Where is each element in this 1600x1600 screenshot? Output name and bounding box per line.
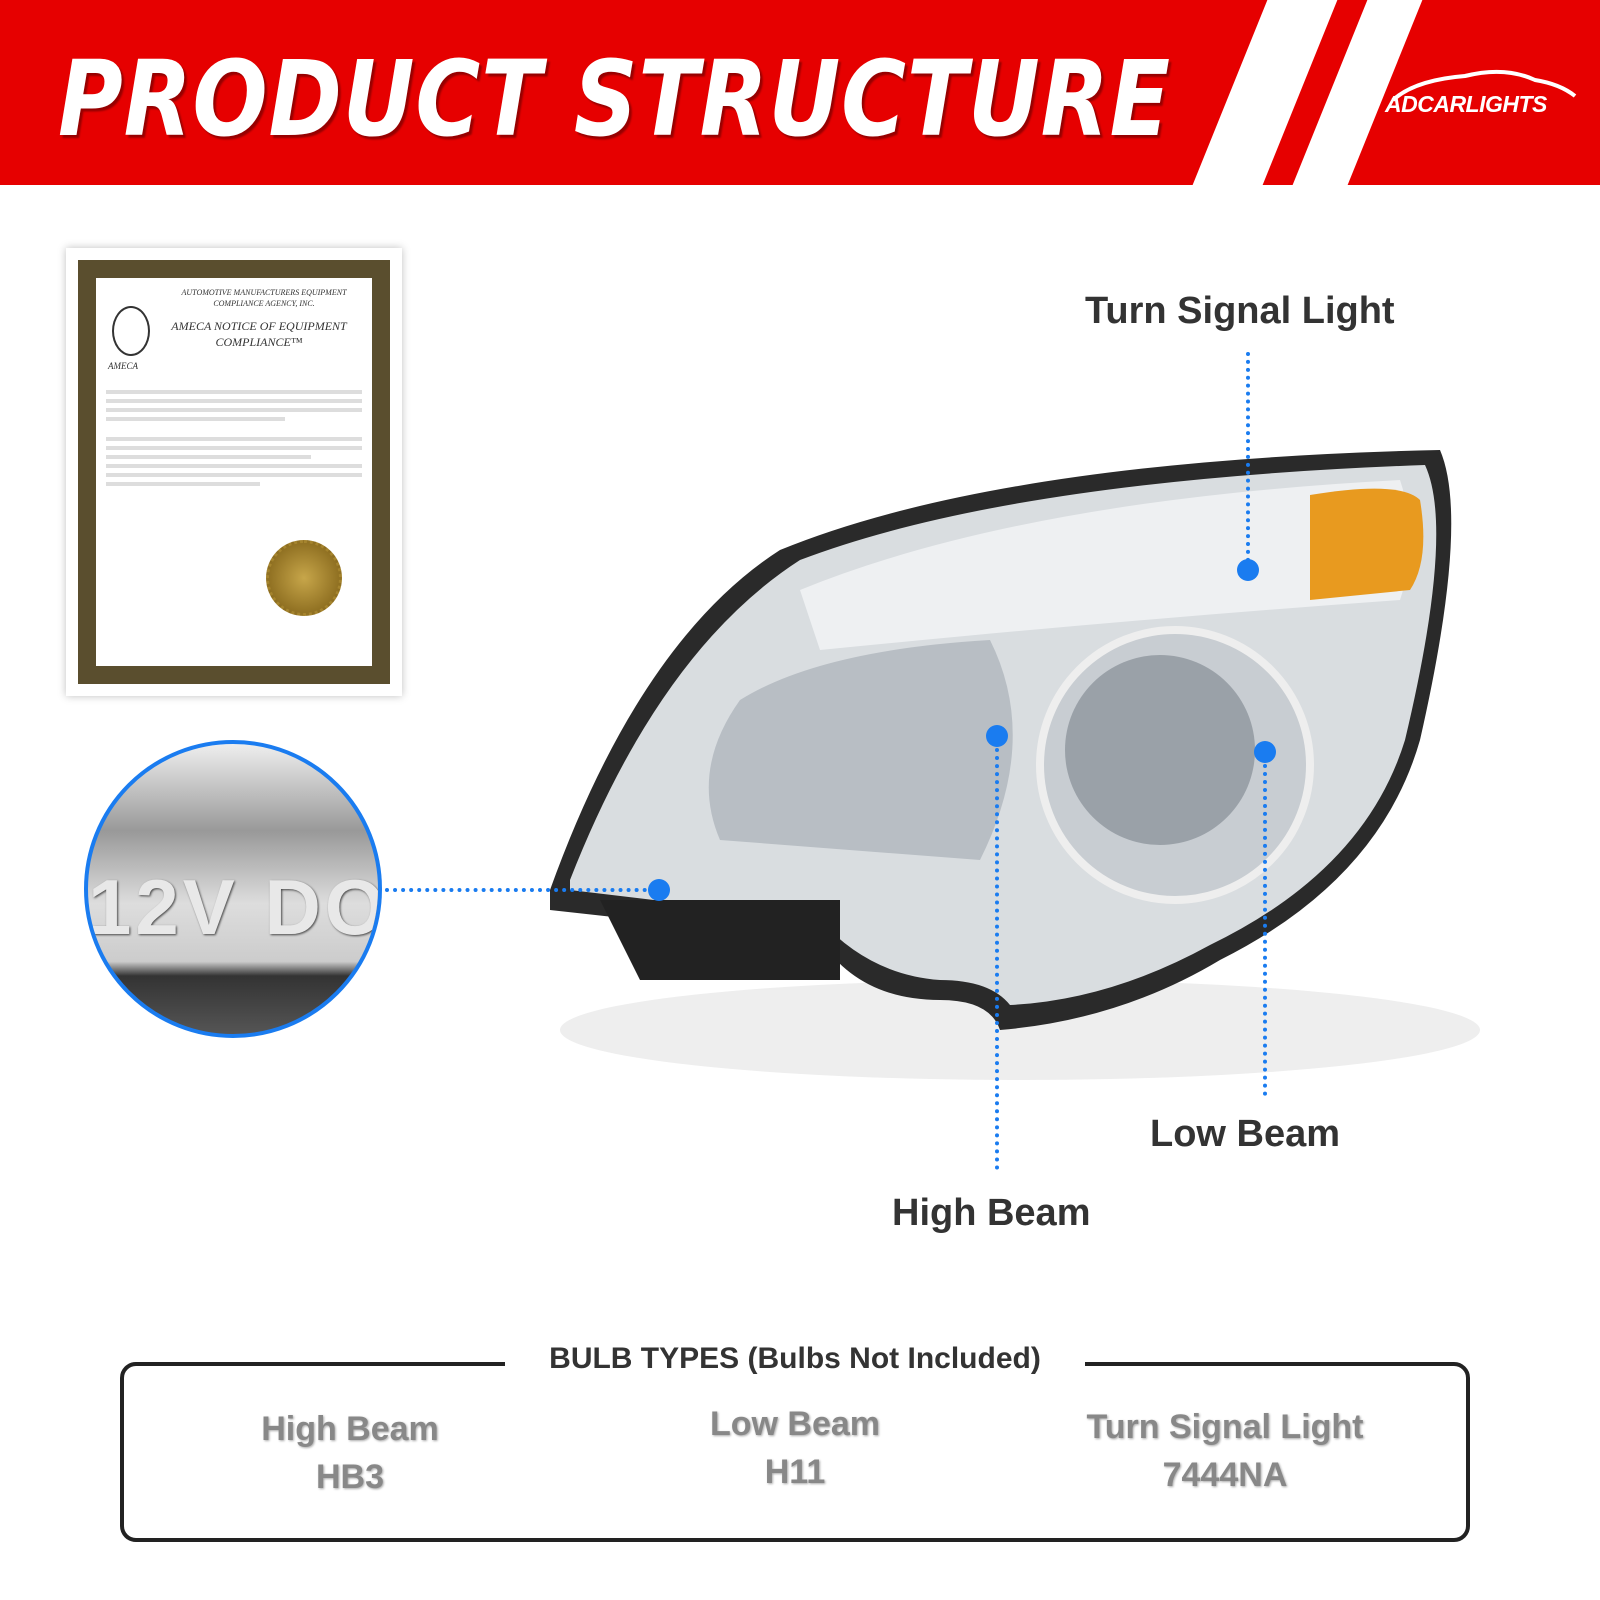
turn-signal-line	[1246, 352, 1250, 570]
car-silhouette-icon	[1391, 69, 1577, 102]
header-banner: PRODUCT STRUCTURE ADCARLIGHTS	[0, 0, 1600, 185]
high-beam-line	[995, 740, 999, 1170]
closeup-marker	[648, 879, 670, 901]
callout-high-beam: High Beam	[892, 1192, 1091, 1234]
low-beam-line	[1263, 756, 1267, 1096]
low-beam-marker	[1254, 741, 1276, 763]
turn-signal-marker	[1237, 559, 1259, 581]
closeup-connector-line	[385, 888, 647, 892]
callout-turn-signal: Turn Signal Light	[1085, 290, 1395, 332]
certificate-body	[106, 389, 362, 486]
headlight-image	[550, 450, 1480, 1080]
brand-logo: ADCARLIGHTS	[1385, 62, 1585, 122]
bulb-types-title: BULB TYPES (Bulbs Not Included)	[505, 1342, 1085, 1376]
page-title: PRODUCT STRUCTURE	[58, 38, 1171, 160]
gold-seal-icon	[266, 540, 342, 616]
ameca-certificate: AMECA AUTOMOTIVE MANUFACTURERS EQUIPMENT…	[66, 248, 402, 696]
dot-marking-closeup: 12V DOT V	[84, 740, 382, 1038]
callout-low-beam: Low Beam	[1150, 1113, 1341, 1155]
ameca-emblem-icon	[112, 306, 150, 356]
high-beam-marker	[986, 725, 1008, 747]
